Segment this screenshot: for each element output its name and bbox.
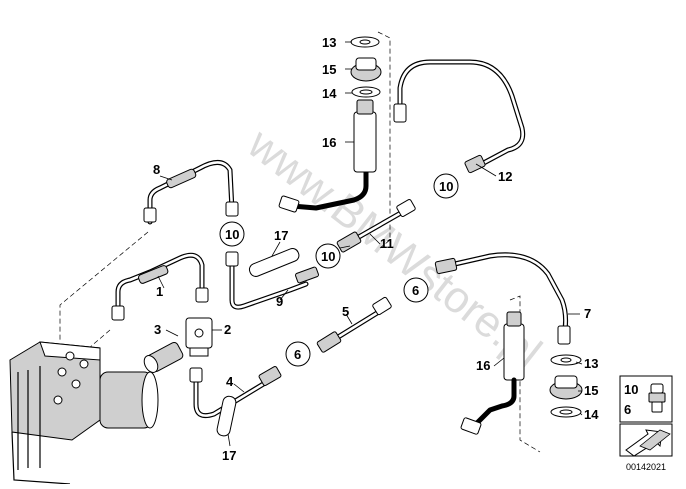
legend-box: 10 6 — [619, 375, 673, 423]
label-16-upper: 16 — [322, 135, 336, 150]
label-13-lower: 13 — [584, 356, 598, 371]
part-5-brake-line — [316, 296, 392, 353]
part-9-brake-line — [225, 251, 319, 310]
callout-circles — [219, 173, 459, 367]
watermark-text: www.BMWstore.pl — [238, 119, 550, 378]
part-17-protective-sleeve-lower — [216, 395, 237, 437]
label-3: 3 — [154, 322, 161, 337]
label-10-a: 10 — [439, 179, 453, 194]
part-8-brake-line — [143, 160, 239, 225]
label-17-lower: 17 — [222, 448, 236, 463]
part-2-distributor — [185, 317, 213, 357]
part-4-brake-line — [189, 366, 282, 419]
part-7-brake-line — [434, 252, 571, 345]
label-10-b: 10 — [225, 227, 239, 242]
part-17-protective-sleeve-upper — [248, 248, 300, 277]
label-2: 2 — [224, 322, 231, 337]
label-7: 7 — [584, 306, 591, 321]
part-16-brake-hose-lower — [460, 311, 525, 435]
label-14-lower: 14 — [584, 407, 599, 422]
label-12: 12 — [498, 169, 512, 184]
label-16-lower: 16 — [476, 358, 490, 373]
legend-label-10: 10 — [624, 382, 638, 397]
label-6-b: 6 — [294, 347, 301, 362]
label-8: 8 — [153, 162, 160, 177]
label-14-upper: 14 — [322, 86, 337, 101]
lower-washer-stack — [549, 354, 583, 418]
diagram-id: 00142021 — [626, 462, 666, 472]
arrow-icon-box — [619, 423, 673, 457]
legend-fitting-icon — [648, 383, 666, 413]
label-1: 1 — [156, 284, 163, 299]
part-1-brake-line — [111, 252, 209, 321]
label-17-upper: 17 — [274, 228, 288, 243]
part-12-brake-line — [393, 59, 526, 174]
label-9: 9 — [276, 294, 283, 309]
part-3-pressure-sensor — [143, 341, 184, 373]
label-15-upper: 15 — [322, 62, 336, 77]
legend-label-6: 6 — [624, 402, 631, 417]
leader-lines — [157, 41, 583, 447]
label-5: 5 — [342, 304, 349, 319]
hydraulic-unit — [9, 341, 159, 485]
label-15-lower: 15 — [584, 383, 598, 398]
part-labels: 13 15 14 16 12 8 10 10 17 10 11 9 6 1 3 … — [153, 35, 599, 463]
label-10-c: 10 — [321, 249, 335, 264]
upper-washer-stack — [350, 36, 382, 98]
label-11: 11 — [380, 236, 394, 251]
label-13-upper: 13 — [322, 35, 336, 50]
label-4: 4 — [226, 374, 234, 389]
label-6-a: 6 — [412, 283, 419, 298]
